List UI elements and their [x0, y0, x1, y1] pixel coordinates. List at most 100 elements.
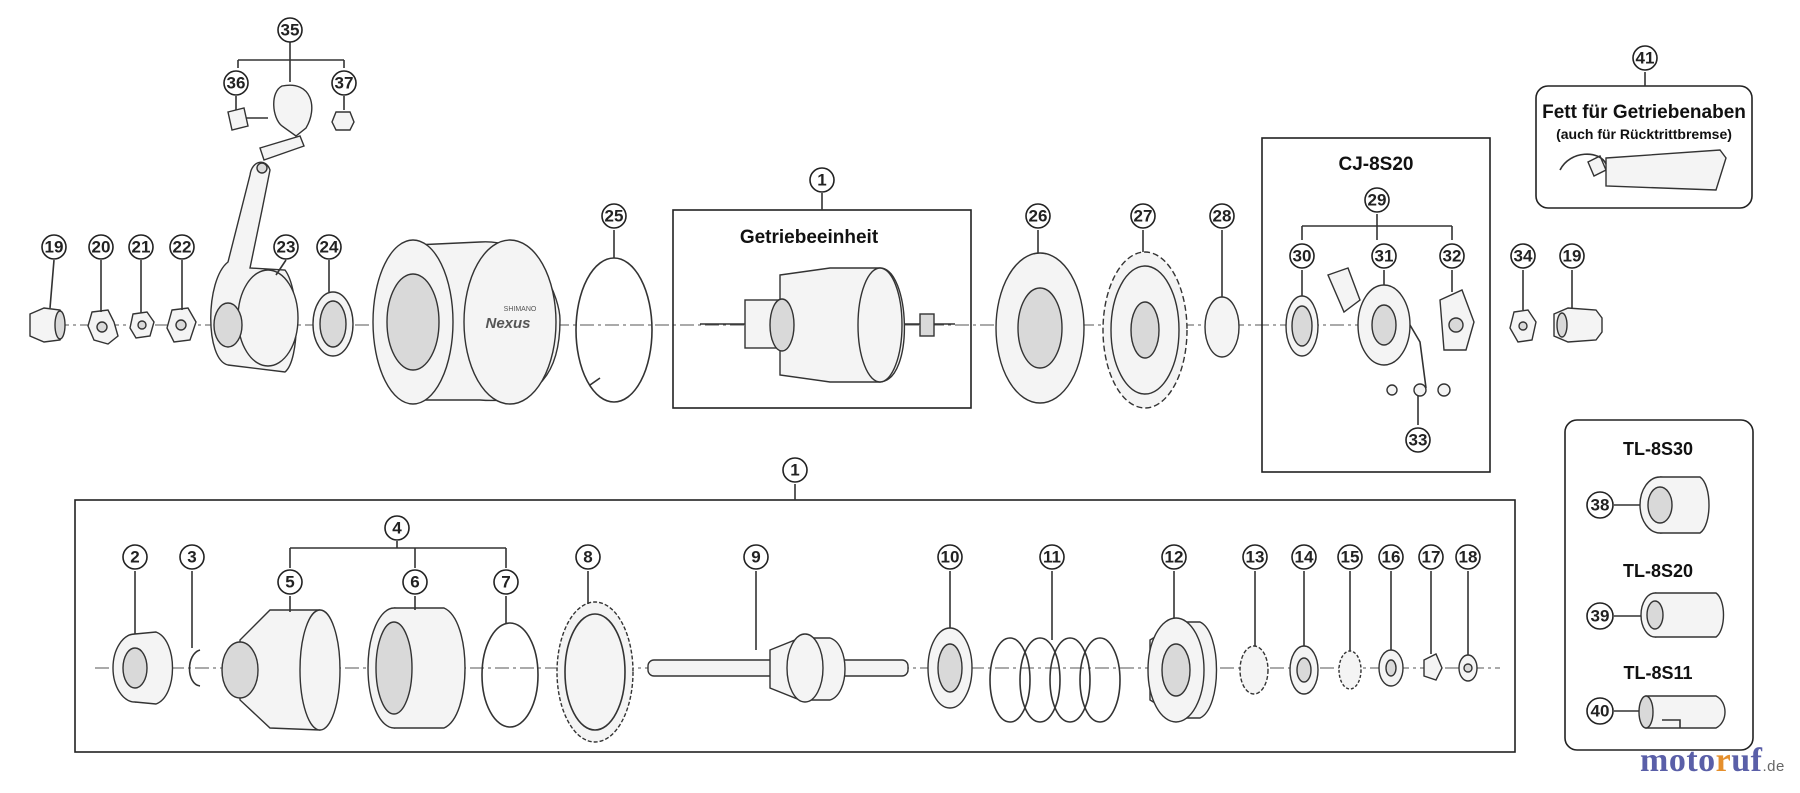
grease-title: Fett für Getriebenaben — [1542, 102, 1746, 123]
svg-text:32: 32 — [1443, 247, 1462, 266]
hub-brand-text: Nexus — [485, 315, 530, 332]
part-12-driver — [1147, 617, 1218, 723]
tool-tl-8s20 — [1640, 592, 1725, 638]
svg-text:6: 6 — [410, 573, 419, 592]
svg-text:33: 33 — [1409, 431, 1428, 450]
callout-17: 17 — [1418, 544, 1444, 570]
tool-label-3: TL-8S11 — [1623, 663, 1692, 683]
gear-unit-assembly — [700, 267, 955, 383]
svg-text:17: 17 — [1422, 548, 1441, 567]
callout-3: 3 — [179, 544, 205, 570]
tool-tl-8s11 — [1638, 695, 1726, 729]
svg-text:40: 40 — [1591, 702, 1610, 721]
part-33-screw-washer-nut — [1386, 383, 1451, 397]
svg-text:2: 2 — [130, 548, 139, 567]
svg-text:15: 15 — [1341, 548, 1360, 567]
callout-36: 36 — [223, 70, 249, 96]
callout-11: 11 — [1039, 544, 1065, 570]
svg-text:8: 8 — [583, 548, 592, 567]
cj-kit-box — [1261, 137, 1491, 473]
callout-19-right: 19 — [1559, 243, 1585, 269]
svg-text:13: 13 — [1246, 548, 1265, 567]
callout-5: 5 — [277, 569, 303, 595]
part-27-sprocket — [1102, 251, 1188, 409]
gear-unit-label: Getriebeeinheit — [740, 227, 879, 248]
callout-29: 29 — [1364, 187, 1390, 213]
svg-text:11: 11 — [1043, 548, 1061, 567]
part-3-clip — [188, 649, 201, 687]
svg-text:30: 30 — [1293, 247, 1312, 266]
callout-23: 23 — [273, 234, 299, 260]
svg-text:1: 1 — [817, 171, 826, 190]
svg-text:7: 7 — [501, 573, 510, 592]
part-16-cone — [1378, 649, 1404, 687]
callout-35: 35 — [277, 17, 303, 43]
grease-tube — [1559, 149, 1727, 191]
svg-text:35: 35 — [281, 21, 300, 40]
svg-text:4: 4 — [392, 519, 402, 538]
callout-33: 33 — [1405, 427, 1431, 453]
callout-27: 27 — [1130, 203, 1156, 229]
callout-22: 22 — [169, 234, 195, 260]
part-19-cap-nut-right — [1553, 307, 1603, 343]
callout-20: 20 — [88, 234, 114, 260]
watermark-logo: motoruf.de — [1640, 742, 1785, 779]
callout-14: 14 — [1291, 544, 1317, 570]
part-19-cap-nut-left — [29, 307, 66, 343]
callout-39: 39 — [1586, 602, 1614, 630]
part-22-nut — [166, 307, 197, 343]
svg-text:3: 3 — [187, 548, 196, 567]
callout-38: 38 — [1586, 491, 1614, 519]
part-15-washer — [1338, 650, 1362, 690]
svg-text:14: 14 — [1295, 548, 1314, 567]
tool-label-2: TL-8S20 — [1623, 561, 1693, 581]
callout-21: 21 — [128, 234, 154, 260]
leader-lines — [49, 42, 1646, 712]
svg-text:5: 5 — [285, 573, 294, 592]
callout-8: 8 — [575, 544, 601, 570]
svg-text:37: 37 — [335, 74, 354, 93]
callout-26: 26 — [1025, 203, 1051, 229]
part-37-nut — [331, 111, 355, 131]
callout-34: 34 — [1510, 243, 1536, 269]
part-32-cassette-joint-plate — [1439, 289, 1475, 351]
callout-25: 25 — [601, 203, 627, 229]
svg-text:38: 38 — [1591, 496, 1610, 515]
part-30-seal-inner — [1291, 305, 1313, 347]
tool-label-1: TL-8S30 — [1623, 439, 1693, 459]
svg-text:28: 28 — [1213, 207, 1232, 226]
svg-text:39: 39 — [1591, 607, 1610, 626]
callout-40: 40 — [1586, 697, 1614, 725]
callout-10: 10 — [937, 544, 963, 570]
svg-text:27: 27 — [1134, 207, 1153, 226]
svg-text:20: 20 — [92, 238, 111, 257]
part-11-spring — [989, 637, 1121, 723]
svg-text:23: 23 — [277, 238, 296, 257]
svg-text:12: 12 — [1165, 548, 1184, 567]
part-7-snap-ring — [481, 622, 539, 728]
svg-text:29: 29 — [1368, 191, 1387, 210]
callout-37: 37 — [331, 70, 357, 96]
svg-text:10: 10 — [941, 548, 960, 567]
part-6-ring-gear — [367, 607, 466, 729]
callout-6: 6 — [402, 569, 428, 595]
callout-28: 28 — [1209, 203, 1235, 229]
callout-19-left: 19 — [41, 234, 67, 260]
svg-text:1: 1 — [790, 461, 799, 480]
svg-text:41: 41 — [1636, 49, 1655, 68]
callout-13: 13 — [1242, 544, 1268, 570]
part-20-lock-washer — [87, 309, 119, 345]
callout-18: 18 — [1455, 544, 1481, 570]
svg-text:24: 24 — [320, 238, 339, 257]
callout-9: 9 — [743, 544, 769, 570]
part-18-nut — [1458, 654, 1478, 682]
svg-text:19: 19 — [45, 238, 64, 257]
callout-31: 31 — [1371, 243, 1397, 269]
svg-text:21: 21 — [132, 238, 151, 257]
callout-15: 15 — [1337, 544, 1363, 570]
callout-7: 7 — [493, 569, 519, 595]
hub-shell: Nexus SHIMANO — [372, 239, 561, 405]
callout-2: 2 — [122, 544, 148, 570]
callout-32: 32 — [1439, 243, 1465, 269]
